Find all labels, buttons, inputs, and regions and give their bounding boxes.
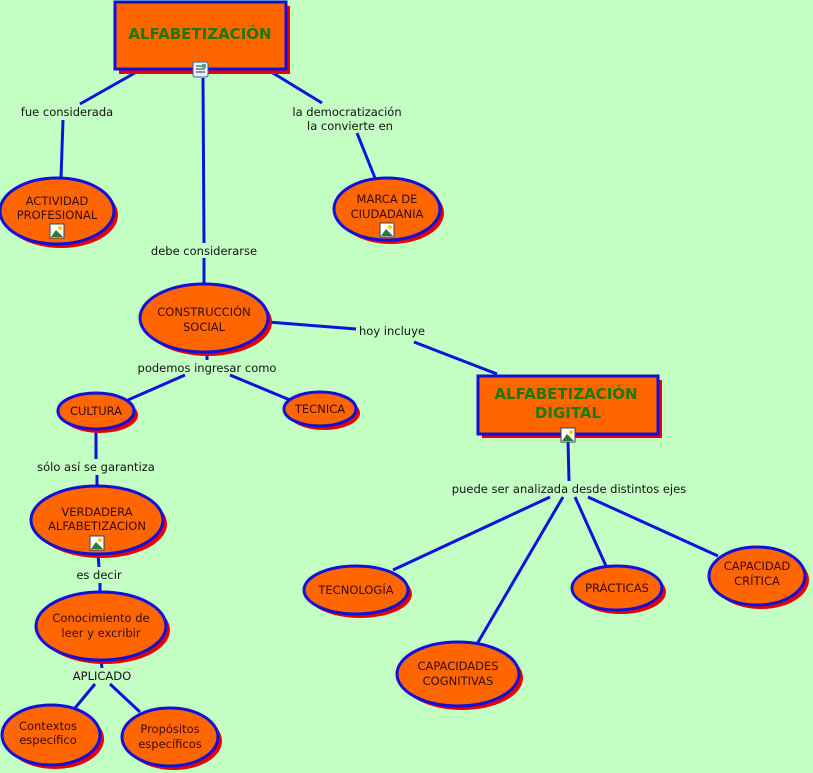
link-label-aplicado: APLICADO [73,669,131,683]
node-label: Contextos [19,719,77,733]
node-label: ACTIVIDAD [26,194,89,208]
node-tecnica[interactable]: TECNICA [282,390,360,430]
link-label-democratizacion-1: la democratización [292,105,401,119]
link-label-fue-considerada: fue considerada [21,105,113,119]
node-verdadera-alfabetizacion[interactable]: VERDADERA ALFABETIZACION [29,484,167,558]
node-construccion-social[interactable]: CONSTRUCCIÓN SOCIAL [138,282,272,356]
node-label: CAPACIDADES [417,659,498,673]
image-icon[interactable] [89,535,105,551]
links [59,68,719,714]
node-alfabetizacion-digital[interactable]: ALFABETIZACIÓN DIGITAL [476,374,662,443]
node-marca-de-ciudadania[interactable]: MARCA DE CIUDADANIA [332,176,444,244]
node-contextos[interactable]: Contextos específico [0,703,104,769]
node-label: PROFESIONAL [17,208,98,222]
link-label-debe-considerarse: debe considerarse [151,244,257,258]
image-icon[interactable] [379,222,395,238]
node-propositos[interactable]: Propósitos específicos [120,706,222,770]
node-label: específico [19,733,77,747]
node-label: DIGITAL [535,404,602,422]
node-label: VERDADERA [61,505,132,519]
link-label-solo-asi: sólo así se garantiza [37,460,155,474]
node-label: específicos [138,737,202,751]
node-label: CAPACIDAD [724,559,791,573]
node-capacidad-critica[interactable]: CAPACIDAD CRÍTICA [707,545,809,609]
node-label: MARCA DE [357,192,418,206]
node-label: CULTURA [70,404,122,418]
link-label-hoy-incluye: hoy incluye [359,324,425,338]
node-actividad-profesional[interactable]: ACTIVIDAD PROFESIONAL [0,176,118,248]
node-conocimiento[interactable]: Conocimiento de leer y excribir [34,590,170,664]
node-alfabetizacion[interactable]: ALFABETIZACIÓN [113,0,290,78]
node-label: leer y excribir [61,626,140,640]
link-label-podemos: podemos ingresar como [138,361,277,375]
node-label: ALFABETIZACION [48,519,146,533]
node-label: TECNICA [294,402,345,416]
link-label-es-decir: es decir [76,568,122,582]
node-tecnologia[interactable]: TECNOLOGÍA [302,564,412,618]
node-label: TECNOLOGÍA [317,582,393,597]
node-label: Propósitos [140,722,199,736]
node-label: CRÍTICA [734,573,780,588]
node-label: CIUDADANIA [351,207,424,221]
node-label: CONSTRUCCIÓN [157,304,251,319]
document-icon[interactable] [192,61,209,78]
node-practicas[interactable]: PRÁCTICAS [570,564,666,614]
node-label: PRÁCTICAS [585,580,649,595]
node-label: Conocimiento de [52,611,149,625]
image-icon[interactable] [49,223,65,239]
link-label-democratizacion-2: la convierte en [307,119,393,133]
node-label: SOCIAL [183,320,226,334]
node-label: COGNITIVAS [423,674,494,688]
link-label-puede-ser: puede ser analizada desde distintos ejes [452,482,686,496]
node-label: ALFABETIZACIÓN [128,24,271,43]
node-label: ALFABETIZACIÓN [494,384,637,403]
node-capacidades-cognitivas[interactable]: CAPACIDADES COGNITIVAS [395,640,523,710]
node-cultura[interactable]: CULTURA [56,391,138,433]
image-icon[interactable] [560,427,576,443]
